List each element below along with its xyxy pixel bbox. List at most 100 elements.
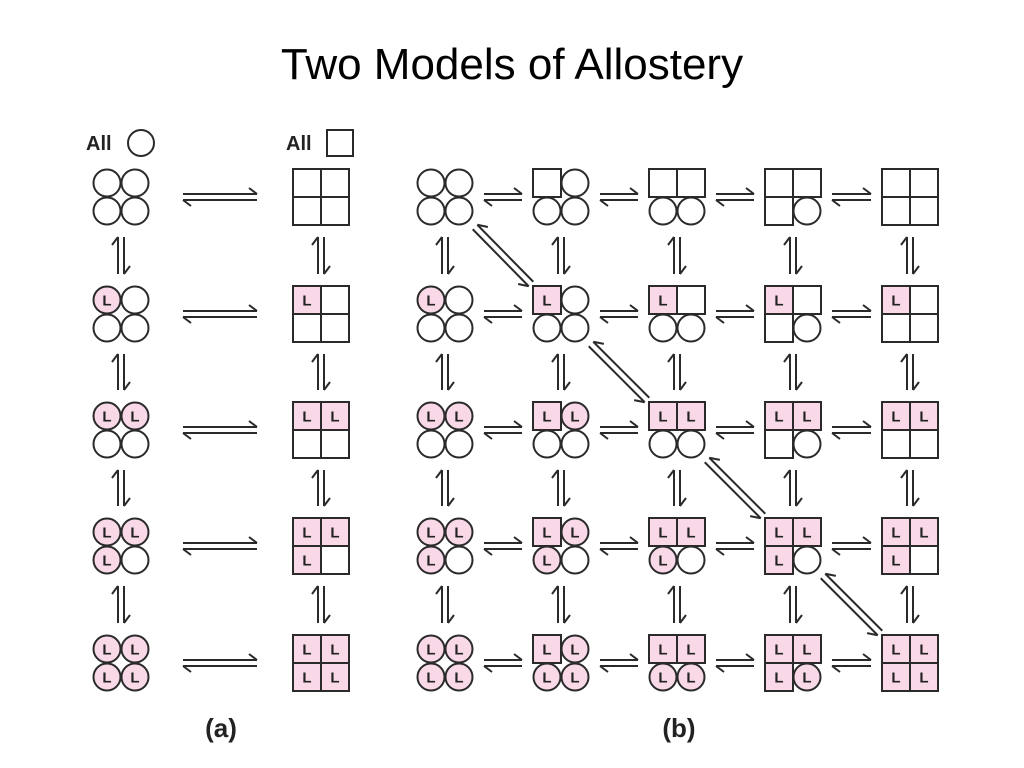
arrow-line xyxy=(600,653,639,661)
ligand-label: L xyxy=(774,524,783,541)
ligand-label: L xyxy=(130,524,139,541)
arrow-line xyxy=(783,585,791,623)
ligand-label: L xyxy=(130,408,139,425)
subunit-circle xyxy=(120,196,150,226)
arrow-line xyxy=(679,586,687,624)
arrow-line xyxy=(708,456,766,515)
ligand-label: L xyxy=(102,408,111,425)
ligand-label: L xyxy=(891,524,900,541)
arrow-line xyxy=(820,577,879,637)
panel-label-a: (a) xyxy=(205,713,237,743)
subunit-circle xyxy=(676,429,706,459)
ligand-label: L xyxy=(302,292,311,309)
arrow-line xyxy=(323,237,331,275)
subunit-circle xyxy=(120,429,150,459)
ligand-label: L xyxy=(891,408,900,425)
arrow-line xyxy=(311,236,319,274)
equilibrium-arrow-h xyxy=(483,187,523,207)
ligand-label: L xyxy=(919,641,928,658)
subunit-square xyxy=(764,401,794,431)
subunit-circle xyxy=(416,429,446,459)
legend-circle-icon xyxy=(127,129,155,157)
equilibrium-arrow-v xyxy=(783,585,803,624)
subunit-square xyxy=(648,401,678,431)
subunit-square xyxy=(909,196,939,226)
arrow-line xyxy=(679,470,687,507)
subunit-circle xyxy=(444,168,474,198)
subunit-square xyxy=(676,285,706,315)
ligand-label: L xyxy=(102,641,111,658)
subunit-circle xyxy=(444,196,474,226)
ligand-label: L xyxy=(454,669,463,686)
subunit-square xyxy=(320,429,350,459)
ligand-label: L xyxy=(330,408,339,425)
ligand-label: L xyxy=(302,641,311,658)
arrow-line xyxy=(484,304,523,312)
subunit-circle xyxy=(648,313,678,343)
equilibrium-arrow-v xyxy=(311,469,331,507)
subunit-square xyxy=(320,285,350,315)
arrow-line xyxy=(183,536,258,544)
ligand-label: L xyxy=(302,408,311,425)
arrow-line xyxy=(447,237,455,275)
equilibrium-arrow-v xyxy=(783,469,803,507)
arrow-line xyxy=(551,353,559,390)
arrow-line xyxy=(599,665,638,673)
equilibrium-arrow-v xyxy=(667,469,687,507)
ligand-label: L xyxy=(686,641,695,658)
subunit-circle xyxy=(560,545,590,575)
ligand-label: L xyxy=(658,292,667,309)
arrow-line xyxy=(592,340,650,399)
equilibrium-arrow-h xyxy=(831,536,872,556)
ligand-label: L xyxy=(542,408,551,425)
arrow-line xyxy=(484,653,523,661)
arrow-line xyxy=(831,316,871,324)
arrow-line xyxy=(182,316,257,324)
equilibrium-arrow-v xyxy=(311,585,331,624)
equilibrium-arrow-h xyxy=(599,304,639,324)
subunit-square xyxy=(909,545,939,575)
subunit-circle xyxy=(444,662,474,692)
equilibrium-arrow-h xyxy=(182,653,258,673)
arrow-line xyxy=(563,237,571,275)
subunit-circle xyxy=(676,196,706,226)
subunit-square xyxy=(909,168,939,198)
subunit-circle xyxy=(444,429,474,459)
ligand-label: L xyxy=(426,408,435,425)
arrow-line xyxy=(600,420,639,428)
subunit-circle xyxy=(532,196,562,226)
arrow-line xyxy=(795,354,803,391)
subunit-square xyxy=(320,313,350,343)
subunit-circle xyxy=(792,196,822,226)
ligand-label: L xyxy=(102,552,111,569)
arrow-line xyxy=(484,536,523,544)
arrow-line xyxy=(183,304,258,312)
equilibrium-arrow-h xyxy=(483,653,523,673)
equilibrium-arrow-h xyxy=(715,420,755,440)
equilibrium-arrow-diag xyxy=(820,572,883,637)
equilibrium-arrow-v xyxy=(783,353,803,391)
arrow-line xyxy=(716,420,755,428)
legend-square-icon xyxy=(326,129,354,157)
ligand-label: L xyxy=(570,669,579,686)
ligand-label: L xyxy=(426,524,435,541)
equilibrium-arrow-v xyxy=(551,236,571,275)
equilibrium-arrow-v xyxy=(900,585,920,624)
subunit-circle xyxy=(416,196,446,226)
ligand-label: L xyxy=(454,641,463,658)
equilibrium-arrow-v xyxy=(667,236,687,275)
ligand-label: L xyxy=(658,524,667,541)
arrow-line xyxy=(311,353,319,390)
arrow-line xyxy=(435,469,443,506)
arrow-line xyxy=(667,236,675,274)
ligand-label: L xyxy=(102,524,111,541)
arrow-line xyxy=(600,187,639,195)
equilibrium-arrow-h xyxy=(715,187,755,207)
ligand-label: L xyxy=(802,524,811,541)
arrow-line xyxy=(435,585,443,623)
subunit-circle xyxy=(120,313,150,343)
subunit-circle xyxy=(92,313,122,343)
subunit-square xyxy=(764,168,794,198)
equilibrium-arrow-h xyxy=(182,420,258,440)
subunit-circle xyxy=(120,168,150,198)
